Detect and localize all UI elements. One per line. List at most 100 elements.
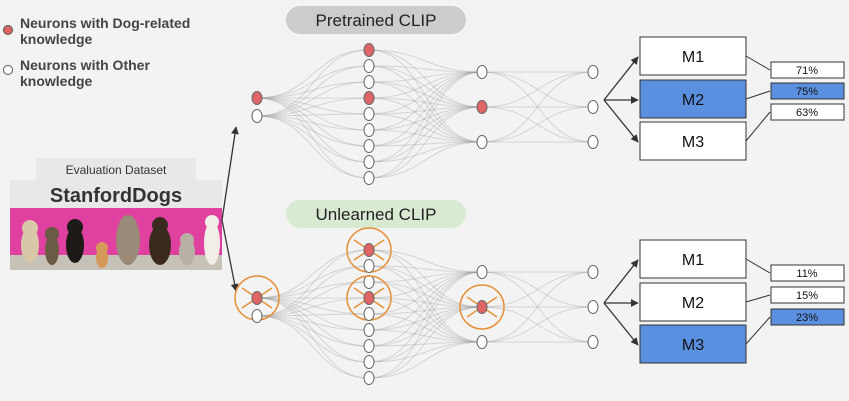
unlearned-dog-neuron bbox=[476, 300, 488, 314]
pretrained-connection bbox=[368, 71, 483, 99]
unlearned-connection bbox=[256, 297, 370, 331]
pretrained-model-label: M3 bbox=[682, 134, 704, 151]
unlearned-other-neuron bbox=[363, 307, 375, 321]
unlearned-connection bbox=[368, 306, 483, 379]
pretrained-connection bbox=[368, 106, 483, 115]
pretrained-other-neuron bbox=[363, 139, 375, 153]
unlearned-connection bbox=[256, 315, 370, 363]
pretrained-model-arrow bbox=[603, 99, 639, 143]
pretrained-connection bbox=[256, 115, 370, 131]
arrow-to-unlearned bbox=[221, 219, 239, 292]
unlearned-connection bbox=[368, 306, 483, 363]
dataset-caption-box bbox=[36, 158, 196, 180]
pretrained-connection bbox=[368, 49, 483, 143]
unlearned-connection bbox=[368, 341, 483, 347]
unlearned-connection bbox=[368, 249, 483, 308]
unlearned-connection bbox=[368, 271, 483, 363]
pretrained-score-connector bbox=[745, 90, 771, 100]
unlearned-other-neuron bbox=[476, 265, 488, 279]
unlearned-connection bbox=[481, 306, 594, 343]
pretrained-other-neuron bbox=[363, 171, 375, 185]
pretrained-connection bbox=[368, 71, 483, 179]
pretrained-score: 71% bbox=[796, 65, 818, 77]
unlearned-model-label: M2 bbox=[682, 295, 704, 312]
unlearned-connections bbox=[256, 249, 594, 379]
unlearned-connection bbox=[256, 297, 370, 379]
pretrained-other-neuron bbox=[363, 123, 375, 137]
pretrained-connection bbox=[368, 106, 483, 147]
unlearned-score-box bbox=[770, 308, 845, 326]
unlearned-connection bbox=[368, 249, 483, 343]
pretrained-dog-neuron bbox=[363, 43, 375, 57]
pretrained-model-arrow bbox=[603, 56, 639, 101]
pretrained-connection bbox=[256, 115, 370, 147]
unlearned-connection bbox=[368, 297, 483, 308]
pretrained-connection bbox=[368, 141, 483, 163]
pretrained-connection bbox=[256, 115, 370, 179]
unlearned-connection bbox=[256, 315, 370, 331]
unlearned-connection bbox=[368, 265, 483, 343]
unlearned-other-neuron bbox=[251, 309, 263, 323]
pretrained-connection bbox=[481, 71, 594, 143]
pretrained-connection bbox=[368, 141, 483, 179]
dog-neuron-legend-icon bbox=[3, 25, 13, 35]
pretrained-score-connector bbox=[745, 55, 771, 71]
other-neuron-legend-icon bbox=[3, 65, 13, 75]
unlearned-connection bbox=[256, 265, 370, 299]
legend-dog-line1: Neurons with Dog-related bbox=[20, 15, 190, 31]
pretrained-connection bbox=[368, 65, 483, 108]
pretrained-model-box bbox=[639, 36, 747, 76]
unlearned-connection bbox=[368, 271, 483, 283]
pretrained-connection bbox=[368, 71, 483, 163]
pretrained-connection bbox=[368, 49, 483, 73]
unlearned-connection bbox=[256, 297, 370, 363]
pretrained-other-neuron bbox=[587, 100, 599, 114]
pretrained-dog-neuron bbox=[476, 100, 488, 114]
unlearned-score-connector bbox=[745, 258, 771, 274]
pretrained-connection bbox=[368, 106, 483, 179]
unlearned-network bbox=[234, 227, 599, 385]
pretrained-dog-neuron bbox=[251, 91, 263, 105]
pretrained-model-label: M1 bbox=[682, 49, 704, 66]
pretrained-other-neuron bbox=[363, 59, 375, 73]
pretrained-connection bbox=[368, 106, 483, 131]
unlearned-title: Unlearned CLIP bbox=[316, 205, 437, 224]
unlearned-other-neuron bbox=[363, 259, 375, 273]
pretrained-connections bbox=[256, 49, 594, 179]
evaluation-dataset-panel: Evaluation Dataset StanfordDogs bbox=[10, 158, 222, 270]
pretrained-connection bbox=[256, 65, 370, 99]
pretrained-title-pill bbox=[286, 6, 466, 34]
unlearned-other-neuron bbox=[363, 323, 375, 337]
pretrained-connection bbox=[481, 71, 594, 108]
unlearned-dog-neuron bbox=[363, 243, 375, 257]
dogs-photo bbox=[10, 208, 222, 270]
pretrained-model-label: M2 bbox=[682, 92, 704, 109]
unlearned-model-label: M3 bbox=[682, 337, 704, 354]
pretrained-connection bbox=[368, 106, 483, 163]
unlearned-connection bbox=[256, 297, 370, 347]
pretrained-connection bbox=[256, 97, 370, 117]
pretrained-connection bbox=[368, 97, 483, 143]
unlearned-model-box bbox=[639, 282, 747, 322]
unlearned-connection bbox=[368, 265, 483, 308]
pretrained-score-connector bbox=[745, 111, 771, 142]
unlearned-score-box bbox=[770, 286, 845, 304]
pretrained-connection bbox=[256, 113, 370, 117]
unlearned-model-arrow bbox=[603, 302, 639, 346]
pretrained-connection bbox=[256, 49, 370, 99]
pretrained-connection bbox=[256, 97, 370, 163]
pretrained-connection bbox=[368, 65, 483, 143]
pretrained-connection bbox=[368, 71, 483, 131]
unlearned-connection bbox=[368, 329, 483, 343]
pretrained-other-neuron bbox=[476, 135, 488, 149]
unlearned-score-connector bbox=[745, 316, 771, 345]
pretrained-connection bbox=[256, 97, 370, 115]
unlearned-model-box bbox=[639, 239, 747, 279]
dataset-name: StanfordDogs bbox=[50, 185, 182, 207]
pretrained-other-neuron bbox=[587, 65, 599, 79]
pretrained-other-neuron bbox=[363, 155, 375, 169]
unlearned-connection bbox=[481, 306, 594, 343]
